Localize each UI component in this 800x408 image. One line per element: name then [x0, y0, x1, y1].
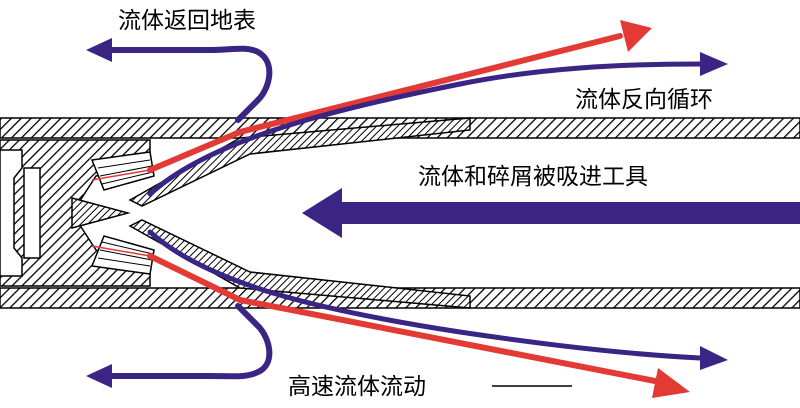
high-speed-jet-lower: [147, 253, 663, 385]
label-sucked-into-tool: 流体和碎屑被吸进工具: [418, 164, 648, 190]
label-high-speed-flow: 高速流体流动: [288, 374, 426, 400]
return-flow-loop-top: [105, 45, 273, 123]
return-flow-loop-bottom: [105, 303, 273, 380]
nozzle-upper: [90, 151, 155, 191]
triangle-arrow-head-icon: [700, 346, 728, 370]
triangle-arrow-head-icon: [620, 20, 652, 52]
triangle-arrow-head-icon: [700, 52, 728, 76]
reverse-circulation-lower: [147, 229, 703, 361]
triangle-arrow-head-icon: [302, 188, 342, 238]
tool-body: [0, 139, 151, 287]
triangle-arrow-head-icon: [86, 38, 112, 62]
triangle-arrow-head-icon: [86, 364, 112, 388]
triangle-arrow-head-icon: [652, 368, 690, 398]
label-return-to-surface: 流体返回地表: [118, 8, 256, 34]
label-reverse-circulation: 流体反向循环: [575, 87, 713, 113]
high-speed-jet-upper: [147, 33, 623, 173]
nozzle-lower: [90, 235, 155, 275]
suction-flow-shaft: [338, 202, 800, 224]
reverse-circulation-upper: [147, 61, 703, 197]
